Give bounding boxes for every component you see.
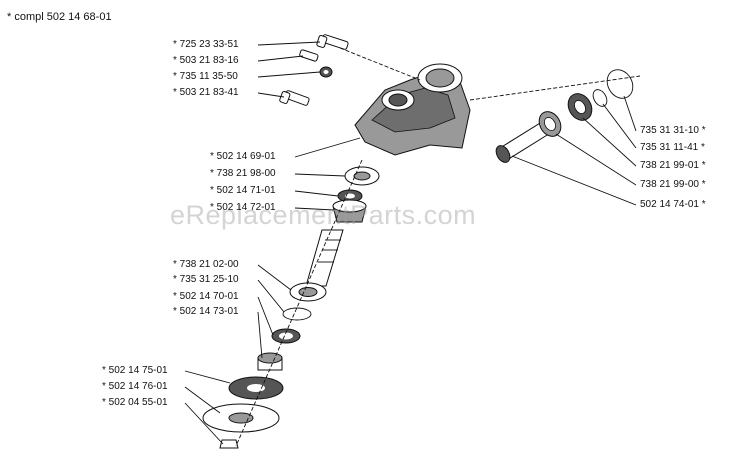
part-callout: * 502 14 70-01 bbox=[173, 291, 239, 302]
screw-upper-part bbox=[316, 34, 349, 50]
part-callout: 738 21 99-00 * bbox=[640, 179, 706, 190]
support-cup-part bbox=[228, 376, 284, 400]
part-callout: * 735 11 35-50 bbox=[173, 71, 238, 82]
bearing-lower-part bbox=[289, 282, 327, 302]
part-callout: * 503 21 83-41 bbox=[173, 87, 239, 98]
bearing-upper-part bbox=[344, 166, 380, 186]
bevel-gear-part bbox=[332, 199, 367, 223]
spacer-part bbox=[337, 189, 363, 203]
nut-part bbox=[219, 439, 239, 449]
leader-lines bbox=[184, 41, 637, 445]
part-callout: 735 31 11-41 * bbox=[640, 142, 705, 153]
part-callout: 738 21 99-01 * bbox=[640, 160, 706, 171]
part-callout: * 502 14 76-01 bbox=[102, 381, 168, 392]
seal-ring-part bbox=[271, 328, 301, 344]
part-callout: * 503 21 83-16 bbox=[173, 55, 239, 66]
washer-part bbox=[319, 66, 333, 78]
circlip-lower-part bbox=[282, 307, 312, 321]
assembly-title: * compl 502 14 68-01 bbox=[7, 11, 112, 23]
part-callout: 502 14 74-01 * bbox=[640, 199, 706, 210]
blade-plate-part bbox=[202, 403, 280, 433]
part-callout: * 738 21 98-00 bbox=[210, 168, 276, 179]
bearing-right-inner-part bbox=[538, 111, 562, 137]
gear-housing-part bbox=[354, 63, 471, 156]
retaining-ring-right-part bbox=[606, 69, 634, 99]
part-callout: * 735 31 25-10 bbox=[173, 274, 239, 285]
input-shaft-part bbox=[495, 119, 553, 163]
output-shaft-part bbox=[305, 229, 344, 287]
part-callout: * 738 21 02-00 bbox=[173, 259, 239, 270]
screw-small-part bbox=[299, 49, 319, 62]
part-callout: * 502 04 55-01 bbox=[102, 397, 168, 408]
bearing-right-outer-part bbox=[567, 93, 593, 121]
part-callout: * 502 14 73-01 bbox=[173, 306, 239, 317]
circlip-right-part bbox=[592, 89, 608, 107]
part-callout: * 502 14 69-01 bbox=[210, 151, 276, 162]
screw-lower-part bbox=[279, 90, 310, 106]
part-callout: 735 31 31-10 * bbox=[640, 125, 706, 136]
part-callout: * 725 23 33-51 bbox=[173, 39, 239, 50]
part-callout: * 502 14 75-01 bbox=[102, 365, 168, 376]
part-callout: * 502 14 71-01 bbox=[210, 185, 276, 196]
part-callout: * 502 14 72-01 bbox=[210, 202, 276, 213]
watermark-text: eReplacementParts.com bbox=[170, 200, 477, 230]
